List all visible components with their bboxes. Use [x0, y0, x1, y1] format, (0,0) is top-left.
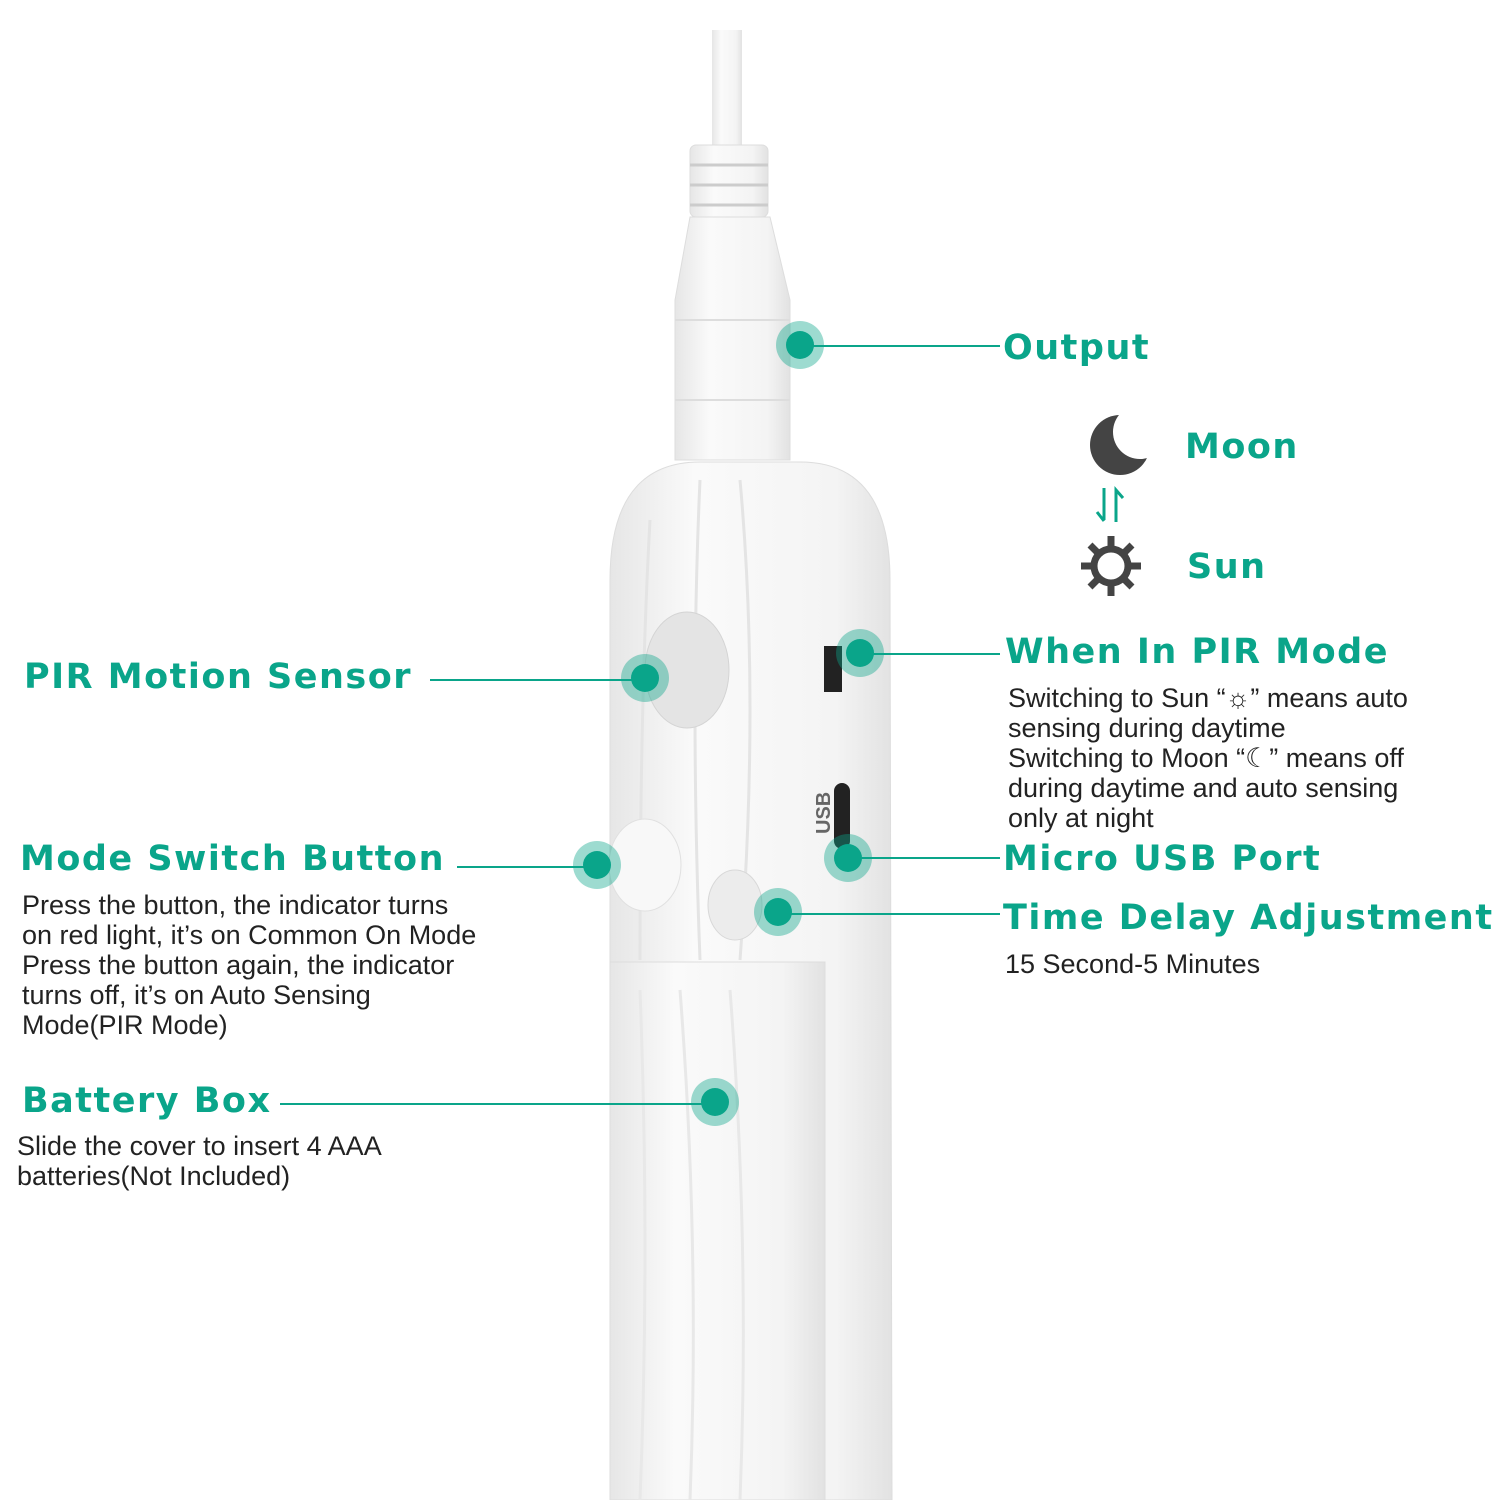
- mode-switch-leader-line: [457, 866, 597, 868]
- pir-mode-line: Switching to Sun “☼” means auto: [1008, 683, 1408, 713]
- pir-mode-leader-line: [860, 653, 1000, 655]
- usb-marking: USB: [813, 792, 835, 834]
- cable: [674, 30, 791, 461]
- mode-switch-line: Mode(PIR Mode): [22, 1010, 228, 1040]
- time-delay-description: 15 Second-5 Minutes: [1005, 949, 1261, 979]
- pir-sensor-label: PIR Motion Sensor: [24, 657, 413, 697]
- usb-leader-line: [848, 857, 1000, 859]
- usb-label: Micro USB Port: [1003, 839, 1322, 879]
- pir-mode-description: Switching to Sun “☼” means auto sensing …: [1008, 683, 1408, 833]
- sun-icon: [1081, 536, 1141, 596]
- time-delay-marker: [754, 888, 802, 936]
- pir-mode-line: Switching to Moon “☾” means off: [1008, 743, 1404, 773]
- output-leader-line: [800, 345, 1000, 347]
- battery-title: Battery Box: [22, 1081, 272, 1121]
- mode-switch-line: Press the button, the indicator turns: [22, 890, 449, 920]
- output-label: Output: [1003, 328, 1151, 368]
- swap-arrows-icon: [1095, 486, 1125, 522]
- battery-marker: [691, 1078, 739, 1126]
- mode-switch-title: Mode Switch Button: [20, 839, 445, 879]
- moon-icon: [1090, 405, 1167, 475]
- mode-switch-description: Press the button, the indicator turns on…: [22, 890, 476, 1040]
- controller-body: [608, 461, 893, 1500]
- time-delay-leader-line: [778, 913, 1000, 915]
- pir-sensor-marker: [621, 654, 669, 702]
- pir-mode-line: during daytime and auto sensing: [1008, 773, 1399, 803]
- pir-mode-line: only at night: [1008, 803, 1154, 833]
- mode-switch-marker: [573, 841, 621, 889]
- output-marker: [776, 321, 824, 369]
- pir-mode-switch-marker: [836, 629, 884, 677]
- mode-switch-line: on red light, it’s on Common On Mode: [22, 920, 477, 950]
- battery-description: Slide the cover to insert 4 AAA batterie…: [17, 1131, 382, 1191]
- sun-label: Sun: [1187, 547, 1267, 587]
- pir-sensor-leader-line: [430, 679, 645, 681]
- mode-switch-line: Press the button again, the indicator: [22, 950, 455, 980]
- battery-line: Slide the cover to insert 4 AAA: [17, 1131, 382, 1161]
- mode-switch-line: turns off, it’s on Auto Sensing: [22, 980, 371, 1010]
- pir-mode-title: When In PIR Mode: [1005, 632, 1389, 672]
- usb-marker: [824, 834, 872, 882]
- battery-leader-line: [280, 1103, 715, 1105]
- moon-label: Moon: [1185, 427, 1299, 467]
- time-delay-title: Time Delay Adjustment: [1003, 898, 1494, 938]
- battery-line: batteries(Not Included): [17, 1161, 291, 1191]
- pir-mode-line: sensing during daytime: [1008, 713, 1286, 743]
